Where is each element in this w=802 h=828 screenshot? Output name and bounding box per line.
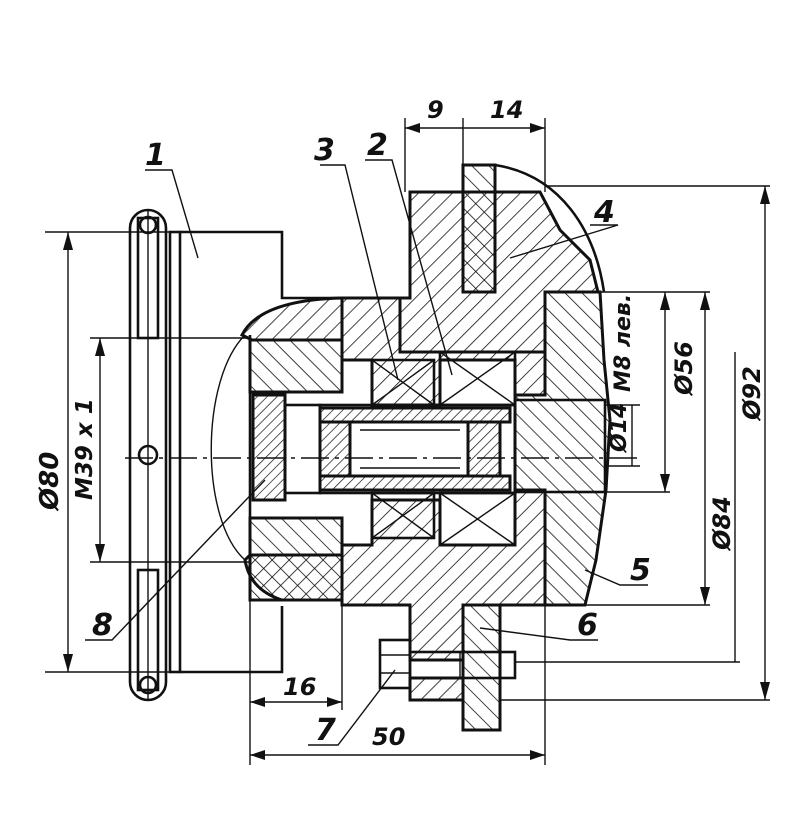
label-part-5: 5: [630, 553, 651, 588]
dim-w50: 50: [372, 723, 405, 751]
threaded-cap: [210, 296, 344, 602]
label-part-3: 3: [314, 133, 335, 168]
dim-w9: 9: [427, 96, 444, 124]
dimension-lines: [45, 118, 770, 765]
leader-lines: [85, 159, 648, 746]
dim-d92: Ø92: [738, 366, 766, 422]
label-part-8: 8: [92, 608, 113, 643]
dim-m39: M39 x 1: [72, 398, 98, 500]
dimension-labels: Ø80 M39 x 1 Ø14 M8 лев. Ø56 Ø84 Ø92 9 14…: [35, 96, 766, 751]
plug-8: [251, 393, 322, 502]
dim-d84: Ø84: [708, 496, 736, 552]
shaft: [318, 398, 607, 495]
bearings: [370, 350, 517, 547]
part-labels: 1 2 3 4 5 6 7 8: [92, 128, 651, 748]
support-plate-4: [398, 163, 606, 354]
dim-d56: Ø56: [670, 341, 698, 397]
label-part-7: 7: [315, 713, 336, 748]
dim-m8: M8 лев.: [611, 294, 636, 392]
bolt-7: [378, 638, 517, 702]
label-part-6: 6: [577, 608, 598, 643]
dim-d14: Ø14: [607, 403, 632, 454]
dim-w16: 16: [283, 673, 316, 701]
label-part-4: 4: [593, 195, 615, 230]
dim-d80: Ø80: [35, 452, 65, 512]
dim-w14: 14: [490, 96, 523, 124]
handwheel: [128, 208, 342, 702]
label-part-2: 2: [367, 128, 388, 163]
label-part-1: 1: [145, 138, 166, 173]
